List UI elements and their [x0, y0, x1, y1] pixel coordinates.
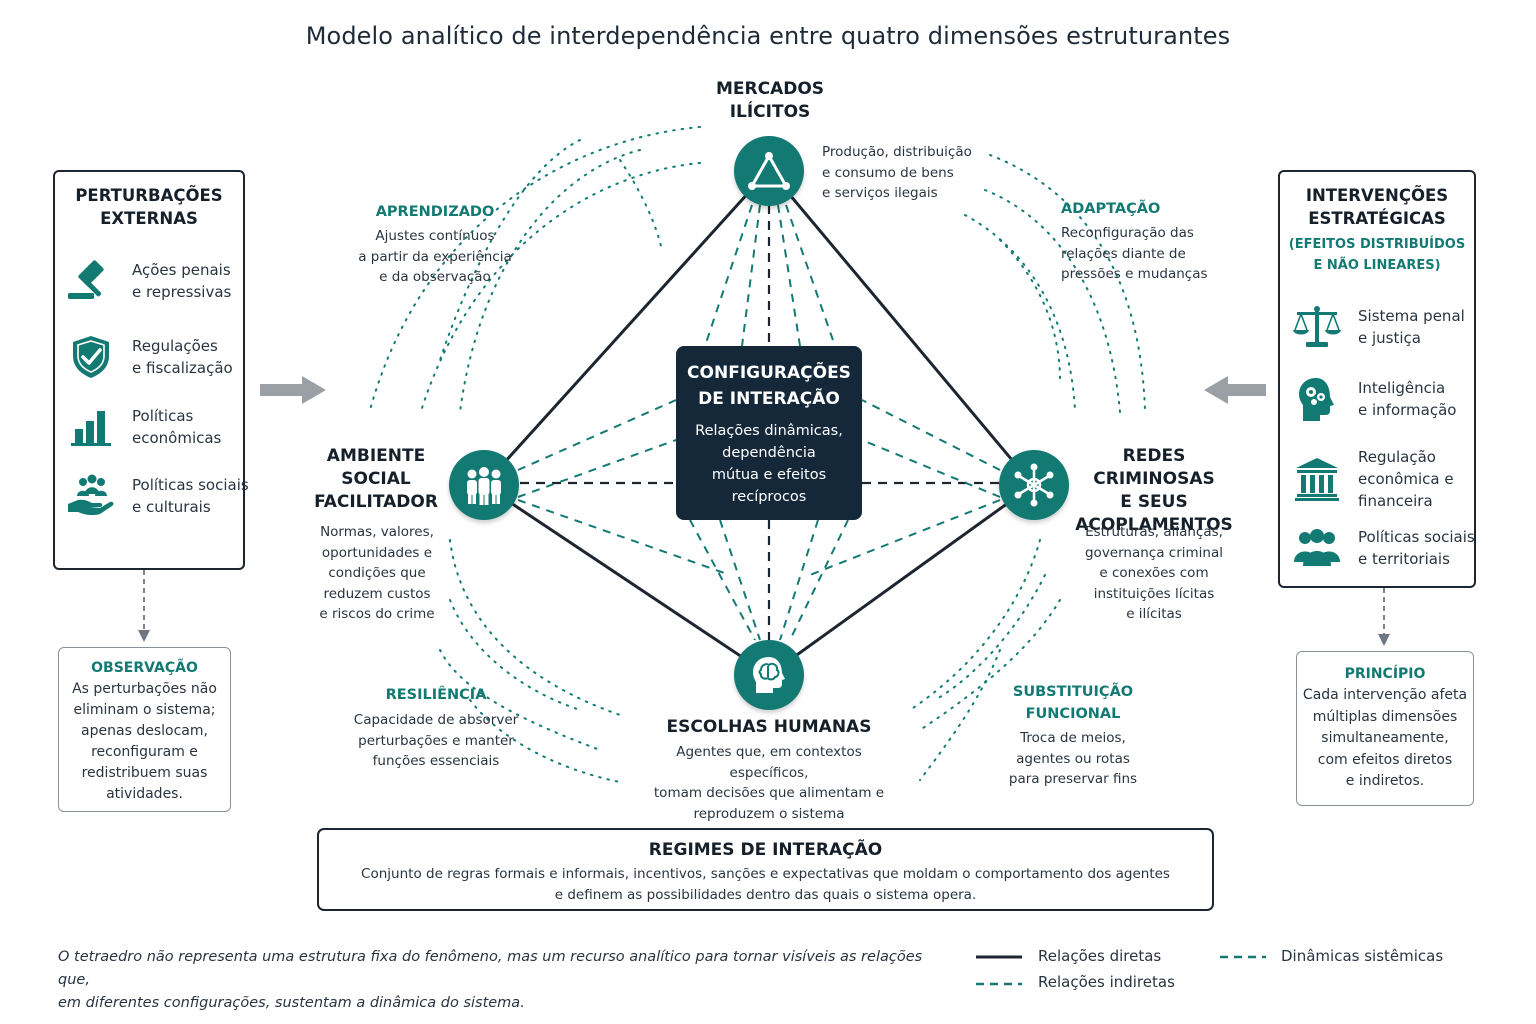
dynamic-adaptacao: ADAPTAÇÃO Reconfiguração das relações di… [1061, 201, 1208, 282]
node-ambiente-desc: Normas, valores, oportunidades e condiçõ… [319, 524, 435, 622]
perturbacao-item-politicas-sociais: Políticas sociais e culturais [66, 473, 249, 519]
arrow-down-icon [1378, 634, 1390, 646]
perturbacao-item-politicas-economicas: Políticas econômicas [66, 404, 221, 450]
triangle-network-icon [748, 152, 790, 190]
bar-chart-icon [71, 411, 111, 446]
legend-indirect-label: Relações indiretas [1038, 973, 1175, 991]
dynamic-substituicao: SUBSTITUIÇÃO FUNCIONAL Troca de meios, a… [1008, 684, 1138, 787]
gavel-icon [68, 260, 104, 299]
core-configuracoes-box: CONFIGURAÇÕES DE INTERAÇÃO Relações dinâ… [676, 346, 862, 520]
node-mercados-circle [734, 136, 804, 206]
scales-icon [1293, 306, 1341, 347]
dynamic-resiliencia: RESILIÊNCIA Capacidade de absorver pertu… [353, 687, 519, 769]
intervencao-item-inteligencia: Inteligência e informação [1292, 376, 1456, 422]
bank-icon [1295, 458, 1339, 501]
network-hub-icon [1014, 463, 1054, 507]
regimes-box: REGIMES DE INTERAÇÃO Conjunto de regras … [317, 828, 1214, 911]
people-icon [1294, 529, 1340, 566]
node-redes-desc: Estruturas, alianças, governança crimina… [1084, 524, 1223, 622]
perturbacao-item-regulacoes: Regulações e fiscalização [66, 334, 233, 380]
input-arrows [260, 376, 1266, 404]
perturbacao-item-acoes-penais: Ações penais e repressivas [66, 258, 231, 304]
node-escolhas-title: ESCOLHAS HUMANAS [666, 717, 872, 737]
node-redes-circle [999, 450, 1069, 520]
regimes-title: REGIMES DE INTERAÇÃO [648, 840, 883, 860]
observacao-title: OBSERVAÇÃO [91, 660, 198, 676]
dynamic-aprendizado: APRENDIZADO Ajustes contínuos a partir d… [358, 204, 512, 285]
intervencao-item-sistema-penal: Sistema penal e justiça [1292, 304, 1465, 350]
core-desc: Relações dinâmicas, dependência mútua e … [695, 423, 843, 505]
observacao-text: As perturbações não eliminam o sistema; … [72, 681, 217, 802]
diagram-title: Modelo analítico de interdependência ent… [305, 22, 1231, 50]
node-mercados-title: MERCADOS ILÍCITOS [715, 79, 825, 122]
regimes-text: Conjunto de regras formais e informais, … [361, 866, 1170, 903]
principio-box: PRINCÍPIO Cada intervenção afeta múltipl… [1296, 651, 1474, 806]
legend-direct-label: Relações diretas [1038, 947, 1162, 965]
people-group-icon [467, 467, 501, 505]
core-title: CONFIGURAÇÕES DE INTERAÇÃO [687, 363, 851, 409]
perturbacoes-title: PERTURBAÇÕES EXTERNAS [75, 186, 223, 228]
node-mercados-desc: Produção, distribuição e consumo de bens… [822, 144, 972, 201]
footnote: O tetraedro não representa uma estrutura… [58, 949, 923, 1011]
node-redes-title: REDES CRIMINOSAS E SEUS ACOPLAMENTOS [1075, 446, 1233, 535]
indirect-relations-teal [517, 204, 1001, 641]
node-ambiente-title: AMBIENTE SOCIAL FACILITADOR [314, 446, 438, 512]
arrow-down-icon [138, 630, 150, 642]
node-escolhas-circle [734, 640, 804, 710]
hand-people-icon [68, 474, 114, 516]
principio-title: PRINCÍPIO [1344, 666, 1426, 682]
box-connectors [143, 570, 1385, 636]
direct-relations [482, 168, 1035, 677]
indirect-relations-dark [520, 205, 1000, 640]
legend-systemic-label: Dinâmicas sistêmicas [1281, 947, 1444, 965]
shield-check-icon [73, 336, 109, 378]
head-brain-icon [753, 657, 785, 693]
intervencoes-subtitle: (EFEITOS DISTRIBUÍDOS E NÃO LINEARES) [1288, 237, 1466, 273]
intervencao-item-regulacao: Regulação econômica e financeira [1292, 446, 1454, 512]
intervencao-item-politicas-sociais: Políticas sociais e territoriais [1292, 525, 1475, 571]
head-gears-icon [1299, 378, 1334, 421]
node-ambiente-circle [449, 450, 519, 520]
systemic-arcs [369, 126, 1146, 783]
observacao-box: OBSERVAÇÃO As perturbações não eliminam … [58, 647, 231, 812]
node-escolhas-desc: Agentes que, em contextos específicos, t… [653, 744, 885, 822]
intervencoes-title: INTERVENÇÕES ESTRATÉGICAS [1305, 186, 1449, 228]
principio-text: Cada intervenção afeta múltiplas dimensõ… [1302, 687, 1468, 789]
